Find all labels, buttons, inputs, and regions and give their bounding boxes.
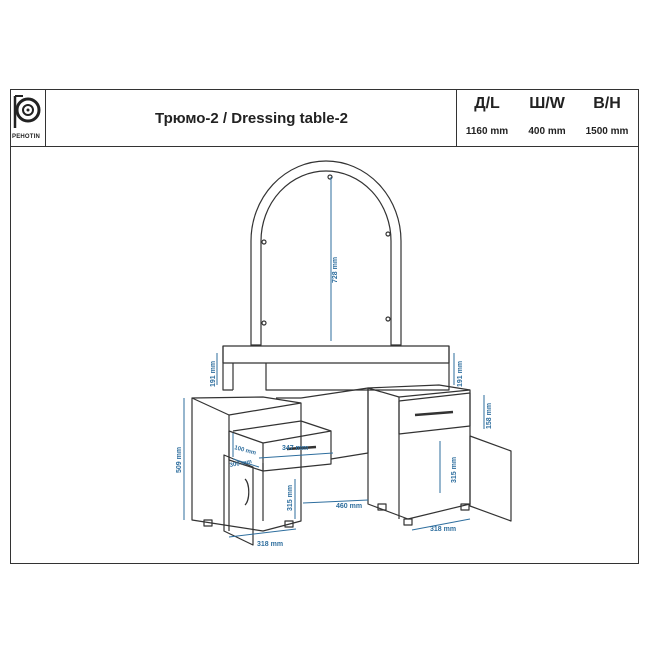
dim-label-top-left: 191 mm <box>210 361 217 387</box>
right-drawer <box>398 392 471 435</box>
dim-width-label: Ш/W <box>529 95 565 112</box>
left-door <box>223 454 254 546</box>
mirror-pin <box>327 174 333 180</box>
right-cabinet <box>367 384 471 520</box>
dim-label-mirror: 728 mm <box>332 257 339 283</box>
dim-width-value: 400 mm <box>528 126 566 137</box>
mirror-pin <box>385 316 391 322</box>
dimension-line <box>302 499 369 504</box>
dimension-line <box>411 518 471 531</box>
page-title: Трюмо-2 / Dressing table-2 <box>155 109 348 127</box>
dim-label-width-left: 318 mm <box>257 541 283 548</box>
dim-label-drawer-inner: 300 mm <box>229 459 252 469</box>
dim-label-width-right: 318 mm <box>430 526 456 533</box>
dim-label-drawer-width: 347 mm <box>282 445 308 452</box>
tabletop <box>222 345 450 364</box>
dim-length-value: 1160 mm <box>465 126 509 137</box>
dim-height-value: 1500 mm <box>585 126 629 137</box>
dimensions-block: Д/L 1160 mm Ш/W 400 mm В/H 1500 mm <box>456 90 638 146</box>
dim-label-shelf-right: 315 mm <box>451 457 458 483</box>
mirror-pin <box>385 231 391 237</box>
dim-label-top-right: 191 mm <box>457 361 464 387</box>
left-cabinet <box>191 396 302 532</box>
dim-length-label: Д/L <box>474 95 500 112</box>
mirror-pin <box>261 320 267 326</box>
right-door <box>469 435 512 522</box>
mirror-frame <box>250 160 402 346</box>
dimension-line <box>258 452 334 459</box>
dim-height-label: В/H <box>593 95 621 112</box>
dimension-line <box>228 528 297 538</box>
dressing-table-drawing: 728 mm 191 mm 191 mm 158 mm 509 mm 315 m… <box>176 160 512 548</box>
logo-text: PEHOTIN <box>12 134 41 140</box>
dim-label-drawer-depth: 100 mm <box>233 445 256 457</box>
dim-label-gap: 460 mm <box>336 503 362 510</box>
dim-label-shelf-left: 315 mm <box>287 485 294 511</box>
title-block: PEHOTIN Трюмо-2 / Dressing table-2 Д/L 1… <box>11 90 638 147</box>
dim-label-cabinet: 509 mm <box>176 447 183 473</box>
dim-label-drawer-right: 158 mm <box>486 403 493 429</box>
pehotin-logo-icon <box>13 95 41 128</box>
drawing-sheet: PEHOTIN Трюмо-2 / Dressing table-2 Д/L 1… <box>10 89 639 564</box>
logo: PEHOTIN <box>11 90 46 146</box>
mirror-pin <box>261 239 267 245</box>
dimension-line <box>232 458 260 468</box>
